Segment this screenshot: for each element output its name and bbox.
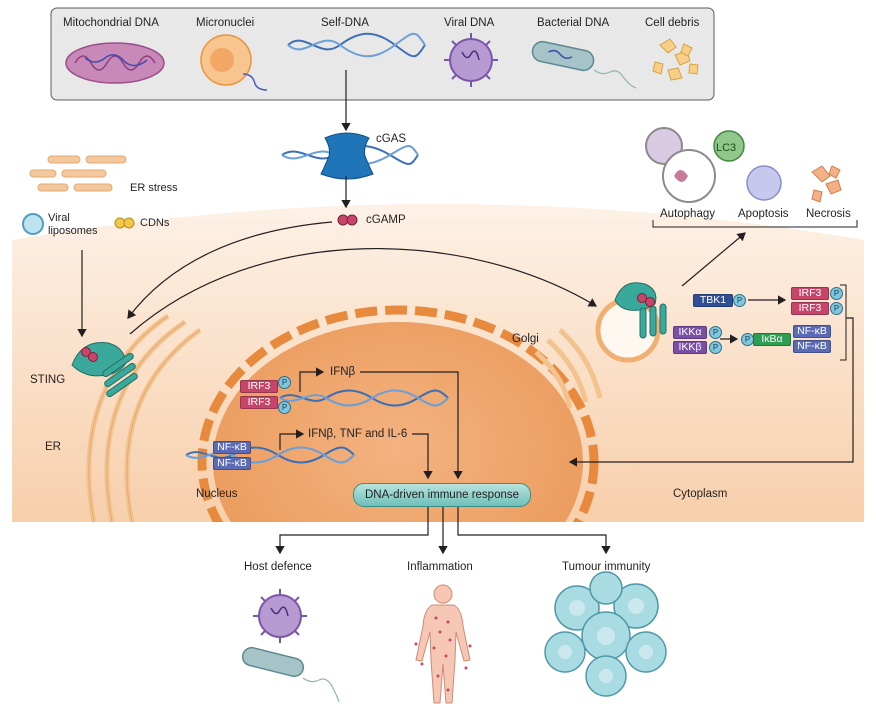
viral-liposome-icon [22,213,44,235]
label-ifnb: IFNβ [330,366,356,378]
ikba-box: IκBα [753,333,791,346]
cgas-enzyme-icon [320,132,374,180]
label-cgas: cGAS [376,133,407,145]
cell-debris-icon [652,38,699,81]
autophagy-icon [645,127,745,203]
label-necrosis: Necrosis [806,208,851,220]
ikka-box: IKKα [673,326,707,339]
irf3-cyto-1: IRF3 [791,287,829,300]
label-golgi: Golgi [512,333,539,345]
label-cdns: CDNs [140,217,170,229]
label-cgamp: cGAMP [366,214,406,226]
micronucleus-icon [200,34,268,91]
label-er-stress: ER stress [130,182,178,194]
host-defence-virus-icon [253,589,307,643]
label-autophagy: Autophagy [660,208,715,220]
irf3-cyto-2: IRF3 [791,302,829,315]
nfkb-nuclear-1: NF-κB [213,441,251,454]
dna-driven-immune-response: DNA-driven immune response [353,483,531,507]
irf3-nuclear-1: IRF3 [240,380,278,393]
apoptosis-icon [746,165,782,201]
bacterium-icon [531,40,637,89]
tbk1-box: TBK1 [693,294,733,307]
label-nucleus: Nucleus [196,488,238,500]
self-dna-icon [287,32,426,58]
nfkb-nuclear-2: NF-κB [213,457,251,470]
phospho-irf3-cyto-2: P [830,302,843,315]
label-mitochondrial-dna: Mitochondrial DNA [63,17,159,29]
phospho-irf3-nuc-2: P [278,401,291,414]
label-sting: STING [30,374,66,386]
label-apoptosis: Apoptosis [738,208,789,220]
inflammation-dots [414,616,472,692]
nfkb-cyto-1: NF-κB [793,325,831,338]
phospho-ikkb: P [709,341,722,354]
sting-protein-icon [71,341,138,398]
label-ifnb-tnf-il6: IFNβ, TNF and IL-6 [308,428,408,440]
label-inflammation: Inflammation [407,561,473,573]
nucleus-body [213,322,583,522]
cgamp-icon [337,214,358,226]
label-micronuclei: Micronuclei [196,17,255,29]
label-cytoplasm: Cytoplasm [673,488,728,500]
label-host-defence: Host defence [244,561,312,573]
human-body-icon [415,584,471,704]
label-viral-dna: Viral DNA [444,17,495,29]
ikkb-box: IKKβ [673,341,707,354]
golgi-stacks [534,328,603,409]
phospho-irf3-cyto-1: P [830,287,843,300]
nfkb-cyto-2: NF-κB [793,340,831,353]
nuclear-dna-upper [279,389,449,407]
phospho-irf3-nuc-1: P [278,376,291,389]
label-viral-liposomes: Viral liposomes [48,212,98,237]
label-tumour-immunity: Tumour immunity [562,561,651,573]
cdns-icon [114,217,135,229]
er-stress-icon [29,155,127,192]
label-bacterial-dna: Bacterial DNA [537,17,610,29]
phospho-tbk1: P [733,294,746,307]
mitochondrion-icon [65,42,165,84]
label-er: ER [45,441,61,453]
phospho-ikka: P [709,326,722,339]
label-lc3: LC3 [716,142,737,154]
host-defence-bacterium-icon [241,646,340,703]
cell-fates-bracket [652,220,858,228]
label-cell-debris: Cell debris [645,17,700,29]
virus-icon [444,33,498,87]
necrosis-icon [811,165,842,203]
golgi-vesicle-icon [595,282,667,363]
label-self-dna: Self-DNA [321,17,369,29]
irf3-nuclear-2: IRF3 [240,396,278,409]
